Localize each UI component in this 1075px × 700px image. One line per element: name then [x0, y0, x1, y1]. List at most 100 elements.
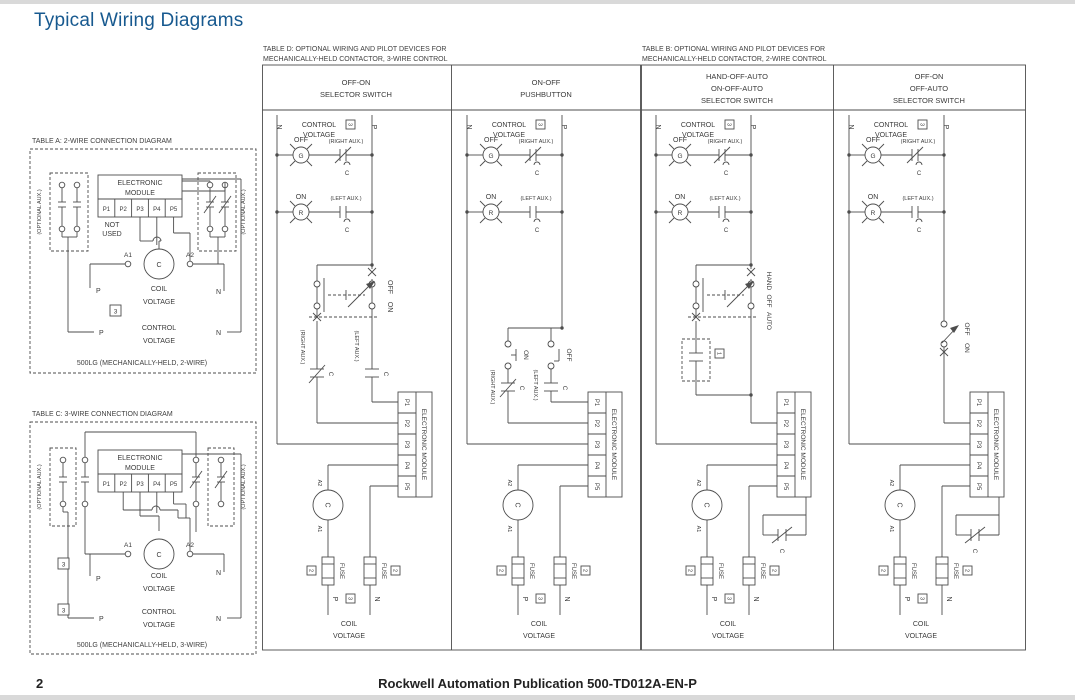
- table-d-col1-title: OFF-ON: [342, 78, 371, 87]
- toggle-switch: OFF ON: [939, 320, 970, 424]
- a2-label: A2: [695, 480, 701, 487]
- module-label: ELECTRONIC MODULE: [799, 409, 806, 481]
- pilot-light-g: G: [861, 143, 885, 167]
- off-label: OFF: [866, 137, 880, 144]
- coil-symbol: [143, 248, 175, 280]
- note2: 2: [964, 569, 970, 572]
- control-voltage-label: CONTROL: [681, 122, 715, 129]
- table-b-caption: MECHANICALLY-HELD CONTACTOR, 2-WIRE CONT…: [642, 56, 827, 63]
- coil-voltage-label: COIL: [151, 573, 167, 580]
- control-voltage-label: CONTROL: [874, 122, 908, 129]
- terminal-p3: P3: [403, 441, 409, 449]
- control-voltage-label: VOLTAGE: [682, 132, 714, 139]
- c-label: C: [327, 372, 333, 377]
- table-b-col1-title: SELECTOR SWITCH: [701, 96, 773, 105]
- coil-voltage-label: VOLTAGE: [143, 299, 175, 306]
- p-label: P: [96, 576, 101, 583]
- coil-and-fuse-wiring: [327, 464, 398, 615]
- fuse-right: FUSE 2: [742, 556, 780, 586]
- coil-voltage-label: COIL: [151, 286, 167, 293]
- note3: 3: [919, 597, 925, 600]
- note2: 2: [880, 569, 886, 572]
- selector-switch: HAND OFF AUTO: [688, 263, 772, 330]
- control-voltage-label: CONTROL: [492, 122, 526, 129]
- note3-box: [917, 119, 928, 130]
- fuse-left: FUSE 2: [496, 556, 534, 586]
- c-label: C: [382, 372, 388, 377]
- terminal-p2: P2: [403, 420, 409, 428]
- note2-box: [769, 565, 780, 576]
- note3: 3: [114, 309, 118, 316]
- table-d-diagram: TABLE D: OPTIONAL WIRING AND PILOT DEVIC…: [262, 46, 641, 651]
- table-c-border: [29, 421, 257, 655]
- hand-label: HAND: [765, 272, 772, 291]
- pilot-g-letter: G: [298, 153, 303, 160]
- table-b-col1-circuit: N CONTROL VOLTAGE 3 P OFF G (RIGHT AUX.): [654, 115, 812, 640]
- terminal-p2: P2: [120, 482, 128, 488]
- selector-arrow: [745, 281, 754, 289]
- coil-symbol: [143, 538, 175, 570]
- fuse-label: FUSE: [380, 563, 386, 579]
- terminal-p3: P3: [136, 207, 144, 213]
- nc-contact-symbol: [214, 456, 228, 508]
- fuse-label: FUSE: [717, 563, 723, 579]
- c-label: C: [561, 386, 567, 391]
- c-label: C: [724, 228, 729, 234]
- a2-label: A2: [506, 480, 512, 487]
- note2: 2: [771, 569, 777, 572]
- n-label: N: [373, 596, 380, 601]
- optional-aux-label: (OPTIONAL AUX.): [241, 464, 247, 510]
- p-label: P: [99, 616, 104, 623]
- table-d-col2-title: ON-OFF: [532, 78, 561, 87]
- no-contact-symbol: [718, 206, 730, 223]
- fuse-label: FUSE: [952, 563, 958, 579]
- nc-contact-symbol: [189, 446, 203, 508]
- note3-box: [57, 557, 70, 570]
- terminal-p5: P5: [170, 482, 178, 488]
- fuse-label: FUSE: [338, 563, 344, 579]
- control-voltage-label: VOLTAGE: [143, 622, 175, 629]
- pilot-light-g: G: [479, 143, 503, 167]
- note3: 3: [62, 562, 66, 569]
- module-label: ELECTRONIC MODULE: [610, 409, 617, 481]
- c-label: C: [917, 171, 922, 177]
- left-aux-label: (LEFT AUX.): [520, 196, 551, 202]
- electronic-module-vertical: P1 P2 P3 P4 P5 ELECTRONIC MODULE: [397, 391, 433, 498]
- no-contact-symbol: [58, 181, 66, 233]
- terminal-p4: P4: [153, 482, 161, 488]
- right-aux-branch: [499, 369, 588, 424]
- pilot-light-r: R: [289, 200, 313, 224]
- coil-voltage-label: COIL: [720, 621, 736, 628]
- c-label: C: [724, 171, 729, 177]
- selector-switch: OFF ON: [309, 263, 393, 322]
- off-label: OFF: [386, 280, 393, 294]
- p-label: P: [96, 288, 101, 295]
- terminal-p2: P2: [975, 420, 981, 428]
- terminal-p4: P4: [403, 462, 409, 470]
- n-label: N: [752, 596, 759, 601]
- nc-contact-symbol: [906, 146, 924, 166]
- n-label: N: [945, 596, 952, 601]
- control-voltage-label: VOLTAGE: [303, 132, 335, 139]
- left-aux-label: (LEFT AUX.): [902, 196, 933, 202]
- pushbutton-station: ON OFF: [504, 326, 572, 370]
- terminal-p1: P1: [593, 399, 599, 407]
- n-label: N: [465, 124, 472, 129]
- table-c-footer: 500LG (MECHANICALLY-HELD, 3-WIRE): [77, 642, 207, 649]
- terminal-p4: P4: [782, 462, 788, 470]
- fuse-left: FUSE 2: [878, 556, 916, 586]
- p-label: P: [521, 597, 528, 602]
- terminal-p3: P3: [136, 482, 144, 488]
- coil-voltage-label: VOLTAGE: [905, 633, 937, 640]
- no-contact-symbol: [59, 456, 67, 508]
- terminal-p5: P5: [170, 207, 178, 213]
- terminal-p3: P3: [975, 441, 981, 449]
- note2-box: [580, 565, 591, 576]
- auto-contact-branch: 1: [681, 317, 777, 424]
- fuse-left: FUSE 2: [306, 556, 344, 586]
- fuse-left: FUSE 2: [685, 556, 723, 586]
- no-contact-symbol: [911, 206, 923, 223]
- terminal-a1: [124, 550, 132, 558]
- p-label: P: [560, 125, 567, 130]
- terminal-p1: P1: [103, 207, 111, 213]
